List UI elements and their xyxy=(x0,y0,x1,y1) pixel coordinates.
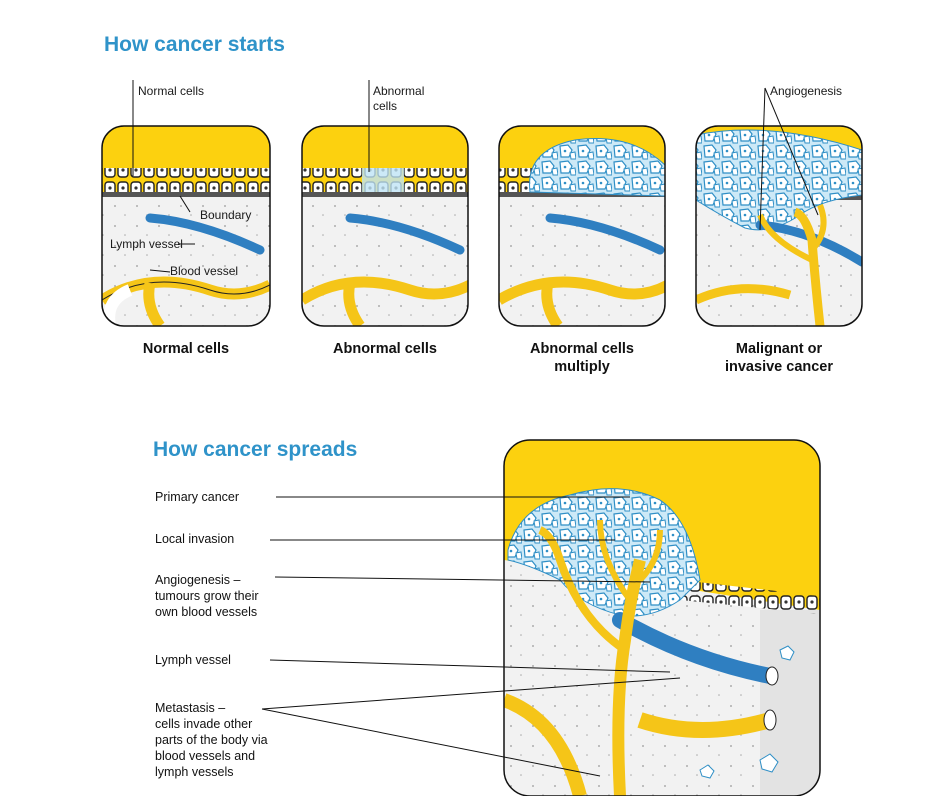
label-angiogenesis: Angiogenesis xyxy=(770,84,842,99)
label-normal-cells: Normal cells xyxy=(138,84,204,99)
frame-cancer-spreads xyxy=(504,440,820,796)
label-boundary: Boundary xyxy=(200,208,251,223)
frame-abnormal-cells xyxy=(302,126,470,326)
label-lymph-vessel: Lymph vessel xyxy=(110,237,183,252)
label-abnormal-cells: Abnormal cells xyxy=(373,84,424,114)
caption-abnormal-cells: Abnormal cells xyxy=(302,340,468,358)
caption-normal-cells: Normal cells xyxy=(102,340,270,358)
label-blood-vessel: Blood vessel xyxy=(170,264,238,279)
caption-malignant-cancer: Malignant or invasive cancer xyxy=(686,340,872,376)
label-lymph-vessel-spread: Lymph vessel xyxy=(155,652,231,668)
spreads-title: How cancer spreads xyxy=(153,438,357,462)
label-metastasis: Metastasis – cells invade other parts of… xyxy=(155,700,268,780)
frame-normal-cells xyxy=(102,126,270,326)
frame-malignant-cancer xyxy=(696,126,862,326)
frame-abnormal-cells-multiply xyxy=(499,126,668,326)
label-local-invasion: Local invasion xyxy=(155,531,234,547)
label-primary-cancer: Primary cancer xyxy=(155,489,239,505)
caption-abnormal-cells-multiply: Abnormal cells multiply xyxy=(489,340,675,376)
label-angiogenesis-spread: Angiogenesis – tumours grow their own bl… xyxy=(155,572,259,620)
